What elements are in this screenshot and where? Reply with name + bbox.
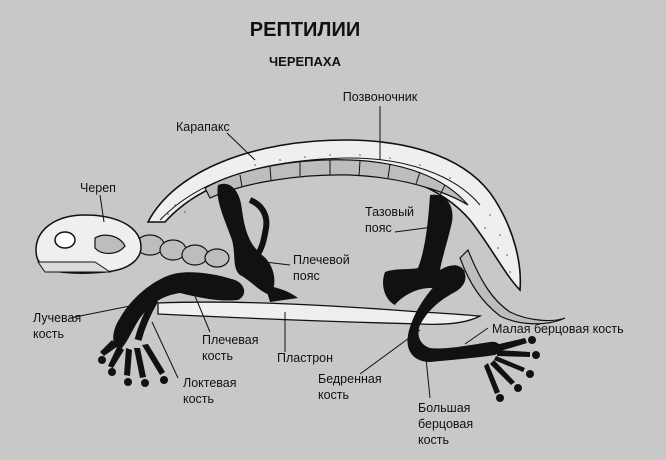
label-tibia-2: берцовая — [418, 417, 473, 431]
label-pelvic-1: Тазовый — [365, 205, 414, 219]
label-carapace: Карапакс — [176, 120, 230, 134]
label-spine: Позвоночник — [343, 90, 418, 104]
label-plastron: Пластрон — [277, 351, 333, 365]
plastron-shape — [157, 301, 483, 325]
coracoid-shape — [248, 197, 270, 260]
skull-opening — [94, 234, 126, 254]
front-limb-shape — [113, 272, 245, 350]
label-femur-1: Бедренная — [318, 372, 382, 386]
label-tibia-1: Большая — [418, 401, 470, 415]
label-humerus-1: Плечевая — [202, 333, 259, 347]
diagram-subtitle: ЧЕРЕПАХА — [269, 54, 342, 69]
label-radius-1: Лучевая — [33, 311, 81, 325]
label-radius-2: кость — [33, 327, 64, 341]
pelvic-leader — [394, 224, 449, 233]
diagram-title: РЕПТИЛИИ — [250, 19, 360, 41]
label-shoulder-1: Плечевой — [293, 253, 350, 267]
jaw-shape — [37, 261, 112, 273]
hind-foot — [484, 336, 540, 402]
shoulder-girdle-shape — [217, 183, 275, 295]
label-ulna-2: кость — [183, 392, 214, 406]
femur-leader — [359, 329, 421, 375]
label-pelvic-2: пояс — [365, 221, 392, 235]
radius-leader — [69, 304, 136, 319]
label-tibia-3: кость — [418, 433, 449, 447]
ulna-bone — [134, 298, 159, 341]
shoulder-leader — [264, 261, 291, 266]
label-femur-2: кость — [318, 388, 349, 402]
carapace-inner-line — [159, 157, 481, 221]
carapace-leader — [226, 132, 256, 161]
label-shoulder-2: пояс — [293, 269, 320, 283]
ulna-leader — [151, 321, 179, 379]
skull-leader — [99, 194, 105, 223]
neck-vertebrae — [135, 234, 230, 268]
humerus-leader — [194, 295, 211, 333]
label-ulna-1: Локтевая — [183, 376, 237, 390]
label-humerus-2: кость — [202, 349, 233, 363]
tibia-leader — [425, 357, 431, 399]
eye-socket — [54, 231, 76, 249]
shoulder-foot — [265, 285, 298, 302]
fibula-leader — [464, 327, 489, 345]
label-fibula: Малая берцовая кость — [492, 322, 624, 336]
label-skull: Череп — [80, 181, 116, 195]
hind-limb-shape — [407, 265, 501, 362]
spine-segments — [239, 160, 446, 196]
tail-shape — [459, 248, 566, 325]
front-hand — [98, 340, 168, 387]
